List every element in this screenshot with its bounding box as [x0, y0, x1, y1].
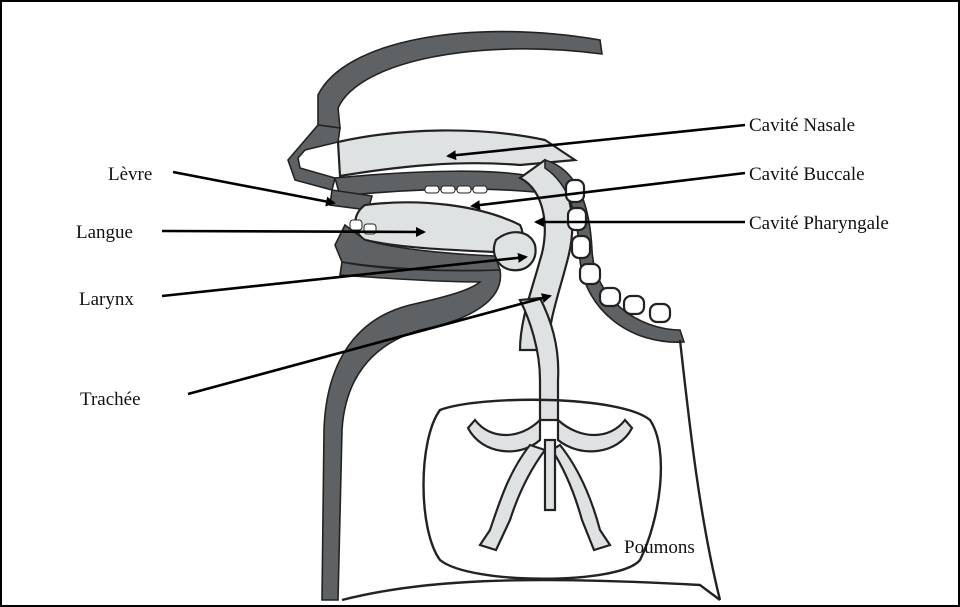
label-cavite-pharyngale: Cavité Pharyngale [749, 213, 889, 234]
bronchial-tree [468, 420, 632, 550]
label-poumons: Poumons [624, 537, 695, 558]
back-outline [680, 340, 720, 600]
label-larynx: Larynx [79, 289, 134, 310]
anatomy-illustration [288, 32, 720, 600]
larynx-shape [494, 232, 536, 270]
label-langue: Langue [76, 222, 133, 243]
skull-outline [318, 32, 602, 128]
label-cavite-buccale: Cavité Buccale [749, 164, 865, 185]
torso-outline [342, 580, 720, 600]
vertebrae [566, 180, 670, 322]
arrow-langue [162, 231, 424, 232]
arrow-trachee [188, 296, 550, 394]
label-cavite-nasale: Cavité Nasale [749, 115, 855, 136]
label-trachee: Trachée [80, 389, 141, 410]
nose-shape [288, 125, 340, 190]
label-levre: Lèvre [108, 164, 152, 185]
